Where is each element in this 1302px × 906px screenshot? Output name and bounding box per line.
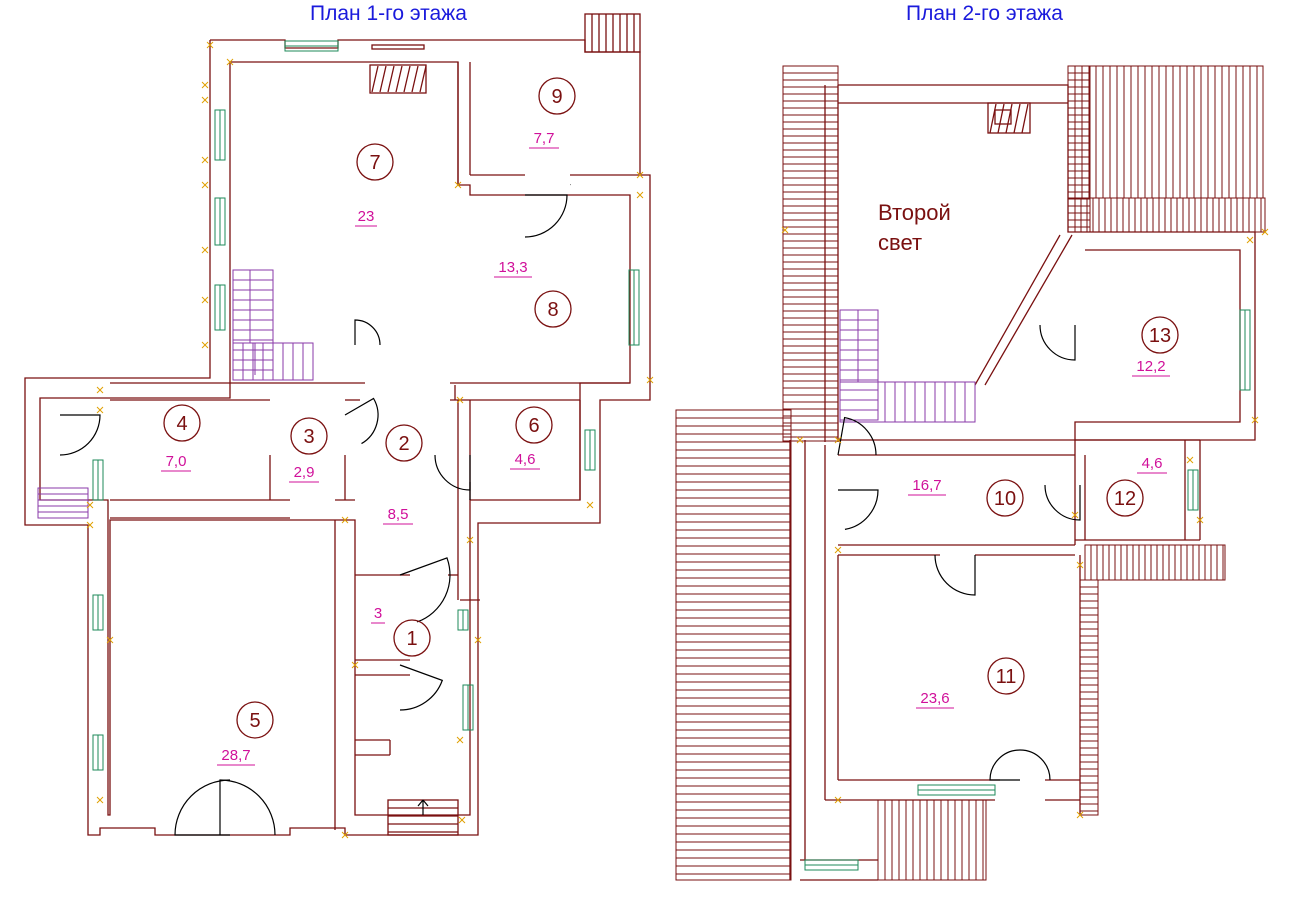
diagonal-wall-1: [974, 234, 1061, 386]
floor1-room-number-7: 7: [369, 152, 380, 174]
floor1-room-number-5: 5: [249, 710, 260, 732]
windows: [92, 40, 1251, 871]
floor1-room-circle-5: [236, 701, 274, 739]
floor2-room-area-12: 4,6: [1142, 455, 1163, 472]
floor2-title: План 2-го этажа: [906, 2, 1063, 25]
floor1-room-number-4: 4: [176, 413, 187, 435]
door-balcony: [989, 749, 1051, 781]
floor1-title: План 1-го этажа: [310, 2, 467, 25]
floor1-room-area-2: 8,5: [388, 506, 409, 523]
door-5-left: [219, 779, 276, 836]
floor1-room-number-2: 2: [398, 433, 409, 455]
door-11: [934, 554, 976, 596]
roof-hatching: [675, 65, 1266, 881]
floor2-room-number-12: 12: [1114, 488, 1136, 510]
floor1-room-area-3: 2,9: [294, 464, 315, 481]
floor1-room-circle-9: [538, 77, 576, 115]
door-4-entry: [59, 414, 101, 456]
fireplace-1: [369, 64, 427, 94]
roof-bottom: [877, 799, 987, 881]
door-hall: [354, 319, 381, 346]
diagonal-wall-2: [984, 234, 1073, 386]
roof-left-lower: [675, 409, 792, 881]
floor1-room-number-8: 8: [547, 299, 558, 321]
floor1-room-number-3: 3: [303, 426, 314, 448]
floor2-room-circle-11: [987, 657, 1025, 695]
floor1-room-area-4: 7,0: [166, 453, 187, 470]
floor1-room-area-5: 28,7: [221, 747, 250, 764]
floor1-room-number-6: 6: [528, 415, 539, 437]
floor2-room-number-13: 13: [1149, 325, 1171, 347]
floor1-room-circle-2: [385, 424, 423, 462]
floor1-room-circle-7: [356, 143, 394, 181]
floor1-room-area-8: 13,3: [498, 259, 527, 276]
door-13: [1039, 324, 1076, 361]
floor1-outer-wall: [24, 39, 651, 836]
floor2-room-circle-10: [986, 479, 1024, 517]
porch-stair-1: [37, 487, 89, 519]
floor1-room-circle-8: [534, 290, 572, 328]
door-5-right: [174, 779, 231, 836]
stair-2-flight-1: [839, 309, 879, 421]
floor2-wall-13: [838, 84, 1256, 441]
doors: [59, 184, 1081, 836]
floor1-room-circle-3: [290, 417, 328, 455]
roof-left-upper: [782, 65, 839, 442]
wall-markers: [86, 41, 1269, 839]
floor1-room-area-9: 7,7: [534, 130, 555, 147]
door-1-top: [399, 557, 451, 623]
door-3: [344, 397, 379, 445]
floor2-room-number-11: 11: [996, 666, 1017, 688]
chimney-top: [371, 44, 425, 50]
floor1-room-circle-4: [163, 404, 201, 442]
floor2-room-number-10: 10: [994, 488, 1016, 510]
door-7-9: [524, 194, 568, 238]
floor2-room-circle-12: [1106, 479, 1144, 517]
roof-right-mid: [1084, 544, 1226, 581]
walls: [24, 13, 1256, 881]
floor2-room-circle-13: [1141, 316, 1179, 354]
roof-right-eave: [1074, 197, 1266, 233]
second-light-line1: Второй: [878, 200, 951, 225]
floor1-room-number-9: 9: [551, 86, 562, 108]
floor1-room-area-1: 3: [374, 605, 382, 622]
stair-2-flight-2: [839, 381, 976, 423]
chimney-2: [987, 102, 1031, 134]
floor1-room-area-6: 4,6: [515, 451, 536, 468]
door-1-bottom: [399, 664, 444, 711]
floor2-room-area-13: 12,2: [1136, 358, 1165, 375]
floor1-room-number-1: 1: [406, 628, 417, 650]
door-10-left: [837, 416, 877, 456]
second-light-line2: свет: [878, 230, 922, 255]
floor1-room-circle-1: [393, 619, 431, 657]
floor1-room-area-7: 23: [358, 208, 375, 225]
room-labels: 1328,532,947,0528,764,6723813,397,71016,…: [161, 77, 1179, 766]
floor1-room-circle-6: [515, 406, 553, 444]
door-12: [1044, 484, 1081, 521]
floor2-room-area-11: 23,6: [920, 690, 949, 707]
roof-right-side: [1067, 65, 1091, 233]
roof-right-lower: [1079, 579, 1099, 816]
door-6: [434, 454, 471, 491]
floor2-room-area-10: 16,7: [912, 477, 941, 494]
stairs: [37, 269, 976, 519]
